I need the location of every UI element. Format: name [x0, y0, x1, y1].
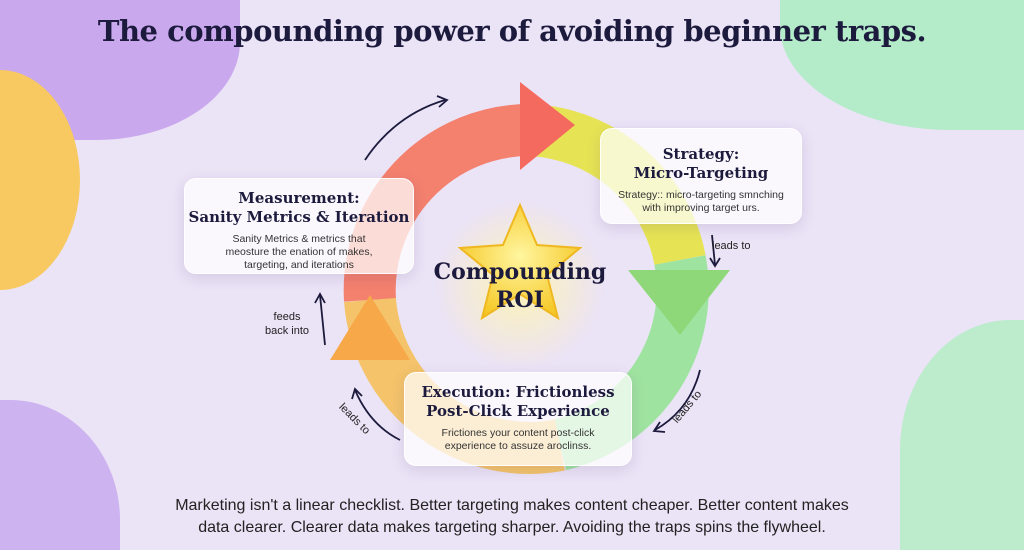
arrowhead-right: [628, 270, 730, 335]
center-line2: ROI: [496, 287, 544, 313]
card-strategy: Strategy:Micro-Targeting Strategy:: micr…: [600, 128, 802, 224]
label-leads-to-right: leads to: [712, 240, 751, 252]
star-icon: [457, 202, 583, 321]
footer-line2: data clearer. Clearer data makes targeti…: [198, 519, 826, 536]
card-title-line1: Measurement:: [238, 189, 360, 207]
card-title: Measurement:Sanity Metrics & Iteration: [185, 189, 413, 227]
card-title: Strategy:Micro-Targeting: [601, 145, 801, 183]
center-label: Compounding ROI: [420, 258, 620, 314]
card-body: Sanity Metrics & metrics that meosture t…: [225, 233, 373, 271]
card-title-line1: Strategy:: [662, 145, 740, 163]
card-title-line2: Sanity Metrics & Iteration: [188, 208, 410, 226]
card-title-line2: Post-Click Experience: [426, 402, 610, 420]
card-body: Strategy:: micro-targeting smnching with…: [618, 189, 784, 214]
label-feeds-back: feeds back into: [264, 311, 310, 337]
arrowhead-top: [520, 82, 575, 170]
card-measurement: Measurement:Sanity Metrics & Iteration S…: [184, 178, 414, 274]
card-title-line2: Micro-Targeting: [633, 164, 769, 182]
page-title: The compounding power of avoiding beginn…: [97, 14, 927, 48]
footer-line1: Marketing isn't a linear checklist. Bett…: [175, 497, 849, 514]
connector-arrows: [314, 95, 721, 441]
arrowhead-left: [330, 295, 410, 360]
center-line1: Compounding: [433, 259, 607, 285]
footer-caption: Marketing isn't a linear checklist. Bett…: [60, 495, 964, 539]
card-body: Frictiones your content post-click exper…: [441, 427, 595, 452]
card-title-line1: Execution: Frictionless: [421, 383, 615, 401]
